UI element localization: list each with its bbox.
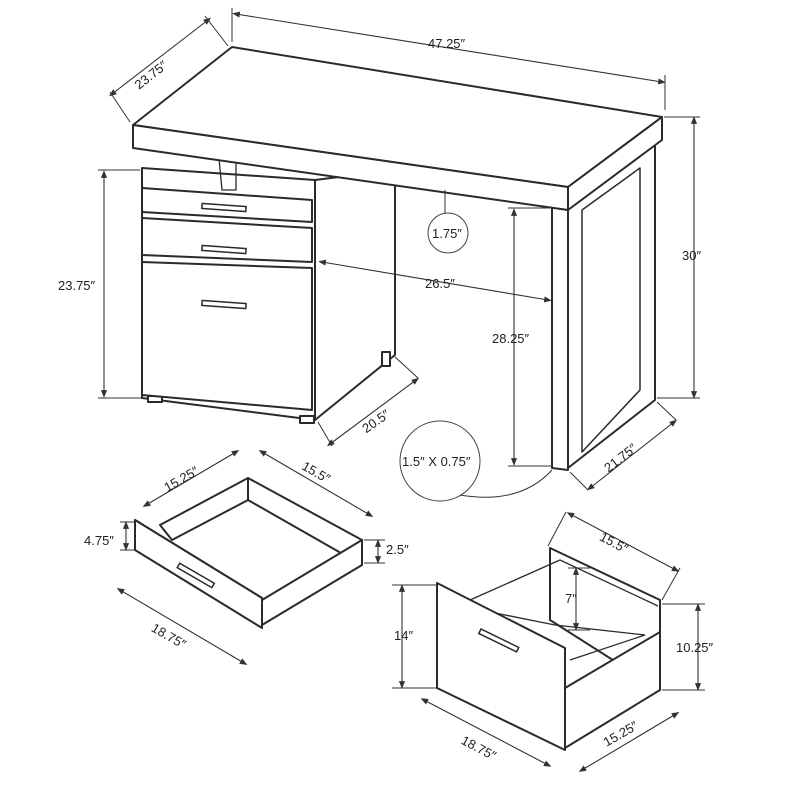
small-drawer-drawing: 15.25″ 15.5″ 4.75″ 2.5″ 18.75″ [84,450,409,665]
drawer-file [141,261,313,411]
leg-inner [581,167,641,453]
file-drawer-front-height-label: 14″ [394,628,413,643]
cabinet-side [314,169,396,421]
desk-height-label: 30″ [682,248,701,263]
cabinet-foot-front [299,415,315,424]
desk-depth-label: 23.75″ [132,57,171,92]
small-drawer-handle [176,562,216,589]
file-drawer-drawing: 15.5″ 7″ 14″ 10.25″ 18.75″ 15.25″ [392,511,714,772]
file-drawer-front [436,582,566,751]
small-drawer-inner-width-label: 15.25″ [161,463,201,495]
small-drawer-inner-depth-label: 15.5″ [299,458,333,486]
drawer-middle [141,217,313,263]
knee-width-label: 26.5″ [425,276,455,291]
drawer-handle-middle [201,244,247,255]
file-drawer-divider [479,609,646,661]
file-drawer-front-width-label: 18.75″ [459,732,499,763]
knee-height-label: 28.25″ [492,331,530,346]
file-drawer-rail [469,559,659,607]
top-thickness-callout [427,212,469,254]
cabinet-foot-right [381,351,391,367]
small-drawer-right-side [261,539,363,626]
drawer-handle-file [201,299,247,310]
small-drawer-inner-height-label: 2.5″ [386,542,409,557]
file-drawer-handle [477,627,520,653]
leg-front [551,204,569,471]
leg-profile-label: 1.5″ X 0.75″ [402,454,471,469]
back-support [217,147,237,191]
file-drawer-depth-label: 15.5″ [597,529,631,556]
cabinet-height-label: 23.75″ [58,278,96,293]
file-drawer-inner-height-label: 7″ [565,591,577,606]
drawer-handle-top [201,202,247,213]
desktop-side-edge [567,116,663,211]
desk-drawing: 47.25″ 23.75″ 30″ 23.75″ 1.75″ 26.5″ 28.… [58,8,701,502]
small-drawer-front-height-label: 4.75″ [84,533,114,548]
leg-profile-callout [399,420,481,502]
cabinet-depth-label: 20.5″ [359,406,392,436]
leg-depth-label: 21.75″ [601,440,640,475]
desk-width-label: 47.25″ [428,36,466,51]
file-drawer-box-height-label: 10.25″ [676,640,714,655]
small-drawer-front-width-label: 18.75″ [149,620,189,652]
top-thickness-label: 1.75″ [432,226,462,241]
